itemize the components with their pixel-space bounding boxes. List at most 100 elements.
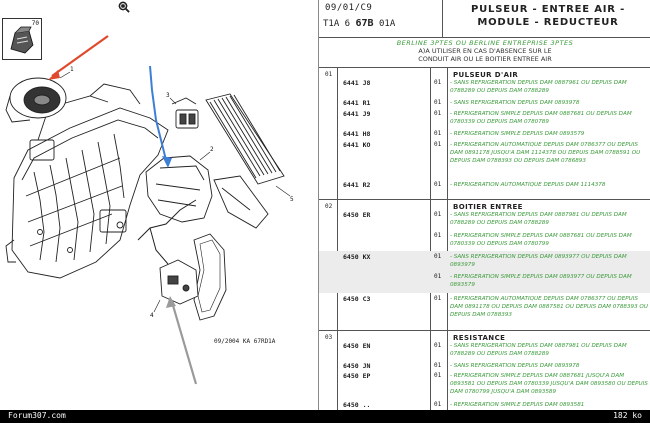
table-row[interactable]: 6441 J9 01 - REFRIGERATION SIMPLE DEPUIS…	[319, 110, 650, 127]
section-title: BOITIER ENTREE	[453, 203, 523, 211]
diagram-drawing	[5, 35, 291, 385]
document-date: 09/01/C9	[325, 3, 373, 13]
quantity: 01	[434, 372, 442, 379]
table-row[interactable]: 6450 ER 01 - SANS REFRIGERATION DEPUIS D…	[319, 211, 650, 229]
table-row[interactable]: 6441 R1 01 - SANS REFRIGERATION DEPUIS D…	[319, 99, 650, 108]
resistor-module	[171, 97, 199, 129]
section-title: RESISTANCE	[453, 334, 506, 342]
part-number: 6450 ER	[343, 211, 371, 219]
part-number: 6441 H8	[343, 130, 371, 138]
reference-bold: 67B	[355, 18, 374, 29]
leader-lines	[59, 71, 291, 313]
gasket-inner	[197, 239, 221, 313]
part-number: 6441 R1	[343, 99, 371, 107]
gasket	[193, 233, 227, 321]
part-number: 6450 JN	[343, 362, 371, 370]
table-row[interactable]: 6441 J8 01 - SANS REFRIGERATION DEPUIS D…	[319, 79, 650, 95]
zoom-toolbar	[118, 1, 168, 13]
column-divider	[447, 68, 448, 410]
part-description: - REFRIGERATION SIMPLE DEPUIS DAM 089397…	[450, 274, 632, 288]
section-divider	[319, 199, 650, 200]
callout-4: 4	[150, 312, 154, 319]
section-number: 03	[325, 334, 333, 341]
table-row[interactable]: 6450 C3 01 - REFRIGERATION AUTOMATIQUE D…	[319, 295, 650, 327]
red-arrow	[48, 35, 109, 80]
part-description: - REFRIGERATION SIMPLE DEPUIS DAM 088768…	[450, 111, 632, 125]
quantity: 01	[434, 401, 442, 408]
blue-arrow	[149, 65, 172, 168]
quantity: 01	[434, 362, 442, 369]
part-number: 6450 KX	[343, 253, 371, 261]
quantity: 01	[434, 79, 442, 86]
quantity: 01	[434, 99, 442, 106]
blower-motor	[5, 77, 67, 123]
grey-arrow	[166, 296, 198, 385]
part-description: - REFRIGERATION AUTOMATIQUE DEPUIS DAM 0…	[450, 296, 648, 318]
table-row-highlighted[interactable]: 6450 KX 01 - SANS REFRIGERATION DEPUIS D…	[319, 251, 650, 293]
table-row[interactable]: 6441 H8 01 - REFRIGERATION SIMPLE DEPUIS…	[319, 130, 650, 139]
table-row[interactable]: 01 - REFRIGERATION SIMPLE DEPUIS DAM 088…	[319, 232, 650, 249]
quantity: 01	[434, 110, 442, 117]
quantity: 01	[434, 273, 442, 280]
reference-prefix: T1A 6	[323, 19, 351, 29]
actuator	[159, 259, 199, 305]
scope-block: BERLINE 3PTES OU BERLINE ENTREPRISE 3PTE…	[319, 38, 650, 68]
section-boitier-entree: 02 BOITIER ENTREE 6450 ER 01 - SANS REFR…	[319, 200, 650, 328]
scope-line-2: A)A UTILISER EN CAS D'ABSENCE SUR LE	[418, 47, 552, 55]
part-description: - REFRIGERATION AUTOMATIQUE DEPUIS DAM 0…	[450, 142, 641, 164]
table-row[interactable]: 6450 JN 01 - SANS REFRIGERATION DEPUIS D…	[319, 362, 650, 371]
thumbnail-number: 70	[31, 20, 39, 27]
footer-bar: Forum307.com 182 ko	[0, 410, 650, 423]
table-row[interactable]: 6450 .. 01 - REFRIGERATION SIMPLE DEPUIS…	[319, 401, 650, 410]
document-header: 09/01/C9 T1A 6 67B 01A PULSEUR - ENTREE …	[319, 0, 650, 38]
wiring-harness	[137, 199, 197, 241]
part-number: 6441 J8	[343, 79, 371, 87]
quantity: 01	[434, 211, 442, 218]
quantity: 01	[434, 130, 442, 137]
quantity: 01	[434, 181, 442, 188]
part-description: - REFRIGERATION AUTOMATIQUE DEPUIS DAM 1…	[450, 182, 606, 188]
quantity: 01	[434, 342, 442, 349]
callout-5: 5	[290, 196, 294, 203]
part-number: 6450 ..	[343, 401, 371, 409]
part-description: - SANS REFRIGERATION DEPUIS DAM 0887981 …	[450, 212, 627, 226]
callout-3: 3	[166, 92, 170, 99]
part-description: - REFRIGERATION SIMPLE DEPUIS DAM 088768…	[450, 373, 648, 395]
section-number: 01	[325, 71, 333, 78]
heater-housing	[5, 83, 169, 279]
quantity: 01	[434, 295, 442, 302]
part-number: 6450 EN	[343, 342, 371, 350]
document-title: PULSEUR - ENTREE AIR - MODULE - REDUCTEU…	[470, 4, 626, 28]
part-number: 6441 R2	[343, 181, 371, 189]
part-description: - REFRIGERATION SIMPLE DEPUIS DAM 089358…	[450, 402, 585, 408]
part-thumbnail[interactable]: 70	[2, 18, 42, 60]
part-number: 6450 EP	[343, 372, 371, 380]
quantity: 01	[434, 253, 442, 260]
air-filter	[205, 93, 285, 185]
reference-box: 09/01/C9 T1A 6 67B 01A	[319, 0, 443, 38]
section-title: PULSEUR D'AIR	[453, 71, 519, 79]
scope-line-3: CONDUIT AIR OU LE BOITIER ENTREE AIR	[418, 55, 552, 63]
quantity: 01	[434, 232, 442, 239]
column-divider	[430, 68, 431, 410]
connector-thumbnail-icon	[10, 26, 34, 54]
table-row[interactable]: 6441 KO 01 - REFRIGERATION AUTOMATIQUE D…	[319, 141, 650, 174]
column-divider	[337, 68, 338, 410]
zoom-out-icon[interactable]	[118, 1, 150, 13]
table-row[interactable]: 6450 EN 01 - SANS REFRIGERATION DEPUIS D…	[319, 342, 650, 359]
part-number: 6441 KO	[343, 141, 371, 149]
table-row[interactable]: 6441 R2 01 - REFRIGERATION AUTOMATIQUE D…	[319, 181, 650, 197]
reference-suffix: 01A	[379, 19, 396, 29]
air-inlet-box	[145, 155, 269, 229]
file-size: 182 ko	[613, 411, 642, 420]
quantity: 01	[434, 141, 442, 148]
part-description: - REFRIGERATION SIMPLE DEPUIS DAM 088768…	[450, 233, 632, 247]
document-reference: T1A 6 67B 01A	[323, 18, 395, 29]
callout-2: 2	[210, 146, 214, 153]
part-description: - SANS REFRIGERATION DEPUIS DAM 0893978	[450, 363, 580, 369]
table-row[interactable]: 6450 EP 01 - REFRIGERATION SIMPLE DEPUIS…	[319, 372, 650, 398]
zoom-fit-icon[interactable]	[118, 1, 168, 13]
part-description: - REFRIGERATION SIMPLE DEPUIS DAM 089357…	[450, 131, 585, 137]
part-description: - SANS REFRIGERATION DEPUIS DAM 0887961 …	[450, 80, 627, 94]
exploded-diagram: 70 1 2 3 4 5 09/2004 KA 67RD1A	[0, 0, 320, 410]
